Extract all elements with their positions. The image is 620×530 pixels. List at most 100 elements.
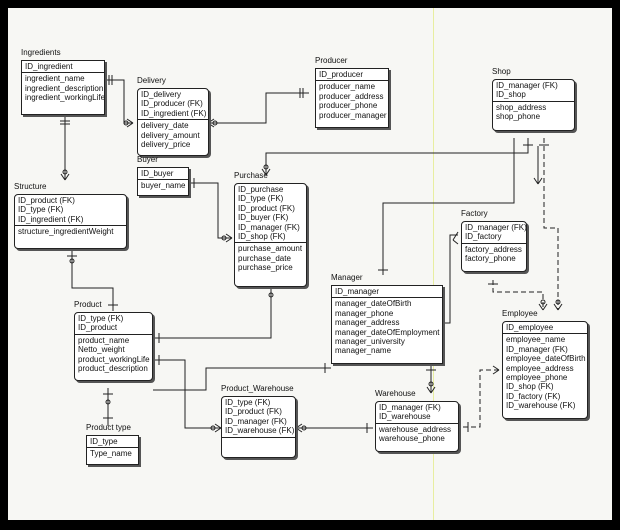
- entity-title: Ingredients: [21, 48, 61, 57]
- attribute-field: employee_dateOfBirth: [506, 354, 586, 364]
- entity-title: Delivery: [137, 76, 166, 85]
- rel-producttype-product: [103, 388, 113, 426]
- key-field: ID_product: [78, 323, 118, 333]
- attribute-section: Type_name: [87, 447, 138, 459]
- rel-producer-delivery: [207, 88, 309, 128]
- primary-key-section: ID_ingredient: [22, 61, 104, 72]
- attribute-section: structure_ingredientWeight: [15, 225, 126, 237]
- entity-title: Warehouse: [375, 389, 416, 398]
- entity-title: Factory: [461, 209, 488, 218]
- primary-key-section: ID_type (FK)ID_product (FK)ID_manager (F…: [222, 397, 295, 437]
- entity-title: Product_Warehouse: [221, 384, 294, 393]
- attribute-field: ID_shop (FK): [506, 382, 554, 392]
- attribute-field: ID_factory (FK): [506, 391, 561, 401]
- attribute-field: structure_ingredientWeight: [18, 227, 114, 237]
- attribute-field: delivery_amount: [141, 130, 200, 140]
- rel-structure-product: [67, 251, 118, 311]
- attribute-field: ingredient_description: [25, 83, 104, 93]
- entity-title: Producer: [315, 56, 348, 65]
- attribute-field: employee_name: [506, 335, 566, 345]
- key-field: ID_buyer (FK): [238, 213, 289, 223]
- key-field: ID_producer (FK): [141, 99, 203, 109]
- scan-guide-line: [433, 8, 434, 520]
- attribute-field: product_workingLife: [78, 354, 150, 364]
- attribute-field: ID_manager (FK): [506, 344, 568, 354]
- entity-title: Buyer: [137, 155, 158, 164]
- key-field: ID_purchase: [238, 185, 284, 194]
- entity-title: Shop: [492, 67, 511, 76]
- attribute-field: warehouse_address: [379, 424, 452, 434]
- primary-key-section: ID_manager (FK)ID_factory: [462, 222, 526, 243]
- key-field: ID_ingredient (FK): [141, 108, 207, 118]
- key-field: ID_type (FK): [78, 314, 124, 323]
- attribute-field: manager_address: [335, 318, 400, 328]
- entity-product-warehouse[interactable]: Product_Warehouse ID_type (FK)ID_product…: [221, 384, 296, 458]
- attribute-field: ID_warehouse (FK): [506, 401, 576, 411]
- attribute-field: shop_phone: [496, 112, 541, 122]
- attribute-field: producer_phone: [319, 101, 378, 111]
- key-field: ID_delivery: [141, 90, 182, 99]
- key-field: ID_manager (FK): [379, 403, 441, 412]
- key-field: ID_type: [90, 437, 118, 446]
- primary-key-section: ID_producer: [316, 69, 388, 80]
- key-field: ID_manager (FK): [225, 416, 287, 426]
- key-field: ID_ingredient: [25, 62, 73, 71]
- attribute-field: manager_university: [335, 337, 405, 347]
- rel-purchase-product: [153, 288, 274, 343]
- attribute-field: delivery_date: [141, 121, 189, 131]
- attribute-field: product_name: [78, 335, 130, 345]
- rel-shop-aux: [533, 146, 543, 185]
- key-field: ID_manager (FK): [465, 223, 527, 232]
- primary-key-section: ID_employee: [503, 322, 587, 333]
- primary-key-section: ID_type (FK)ID_product: [75, 313, 152, 334]
- primary-key-section: ID_product (FK)ID_type (FK)ID_ingredient…: [15, 195, 126, 225]
- attribute-section: [222, 436, 295, 440]
- rel-ingredients-delivery: [104, 75, 134, 128]
- entity-title: Product type: [86, 423, 131, 432]
- attribute-field: manager_phone: [335, 308, 394, 318]
- attribute-field: purchase_date: [238, 253, 291, 263]
- attribute-field: purchase_price: [238, 263, 293, 273]
- attribute-field: manager_name: [335, 346, 392, 356]
- key-field: ID_factory: [465, 232, 502, 242]
- key-field: ID_producer: [319, 70, 364, 79]
- entity-title: Employee: [502, 309, 538, 318]
- key-field: ID_shop (FK): [238, 232, 286, 242]
- primary-key-section: ID_buyer: [138, 168, 188, 179]
- rel-shop-employee: [539, 138, 563, 311]
- key-field: ID_type (FK): [225, 398, 271, 407]
- rel-factory-employee: [488, 280, 548, 311]
- key-field: ID_employee: [506, 323, 554, 332]
- key-field: ID_warehouse (FK): [225, 426, 295, 436]
- rel-ingredients-structure: [60, 114, 70, 181]
- entity-structure[interactable]: Structure ID_product (FK)ID_type (FK)ID_…: [14, 182, 127, 249]
- attribute-section: buyer_name: [138, 179, 188, 191]
- rel-warehouse-productwarehouse: [295, 423, 373, 433]
- rel-factory-manager: [443, 231, 459, 324]
- attribute-field: Netto_weight: [78, 345, 125, 355]
- key-field: ID_product (FK): [238, 203, 295, 213]
- primary-key-section: ID_manager (FK)ID_warehouse: [376, 402, 458, 423]
- attribute-field: factory_address: [465, 244, 522, 254]
- attribute-field: producer_name: [319, 82, 376, 92]
- attribute-field: manager_dateOfEmployment: [335, 327, 440, 337]
- attribute-field: producer_address: [319, 91, 384, 101]
